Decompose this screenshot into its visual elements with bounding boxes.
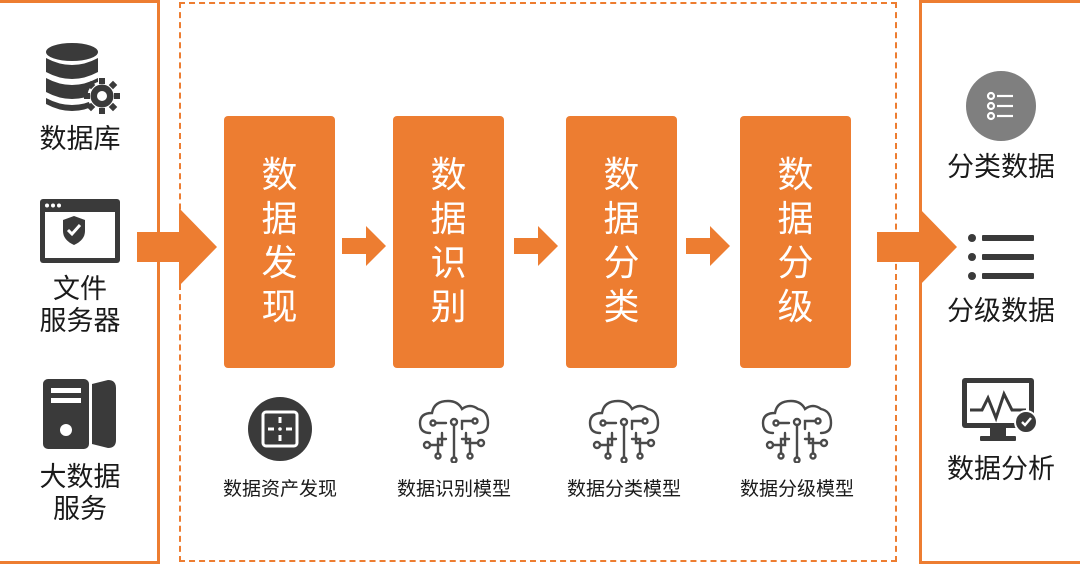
step-arrow-icon <box>342 226 386 266</box>
step-data-discovery: 数据发现 <box>224 116 335 368</box>
output-label: 分类数据 <box>947 152 1055 183</box>
step-arrow-icon <box>514 226 558 266</box>
model-label: 数据分级模型 <box>739 478 854 500</box>
step-label: 数据分级 <box>777 155 814 328</box>
step-data-classification: 数据分类 <box>566 116 677 368</box>
cloud-circuit-icon <box>588 399 660 463</box>
model-identification: 数据识别模型 <box>379 395 529 501</box>
output-graded-data: 分级数据 <box>922 232 1080 328</box>
model-grading: 数据分级模型 <box>722 395 872 501</box>
monitor-analytics-icon <box>962 378 1038 441</box>
source-label: 大数据 服务 <box>0 462 160 526</box>
file-window-shield-icon <box>40 199 120 263</box>
source-label-line-2: 服务器 <box>39 306 121 337</box>
step-label: 数据识别 <box>430 155 467 328</box>
list-icon <box>968 234 1034 280</box>
source-panel <box>0 0 160 564</box>
scan-target-icon <box>248 397 312 461</box>
step-data-grading: 数据分级 <box>740 116 851 368</box>
server-tower-icon <box>43 379 116 449</box>
step-label: 数据发现 <box>261 155 298 328</box>
output-data-analysis: 数据分析 <box>922 376 1080 486</box>
source-bigdata-service: 大数据 服务 <box>0 378 160 526</box>
model-label: 数据识别模型 <box>396 478 511 500</box>
cloud-circuit-icon <box>418 399 490 463</box>
step-label: 数据分类 <box>603 155 640 328</box>
source-label-line-1: 文件 <box>53 274 107 305</box>
source-database: 数据库 <box>0 42 160 156</box>
source-label: 文件 服务器 <box>0 274 160 338</box>
source-label-line-2: 服务 <box>53 494 107 525</box>
source-file-server: 文件 服务器 <box>0 198 160 338</box>
database-gear-icon <box>46 43 120 114</box>
output-label: 分级数据 <box>947 296 1055 327</box>
output-arrow-icon <box>877 208 957 286</box>
input-arrow-icon <box>137 208 217 286</box>
source-label: 数据库 <box>39 124 121 155</box>
output-label: 数据分析 <box>947 454 1055 485</box>
cloud-circuit-icon <box>761 399 833 463</box>
model-classification: 数据分类模型 <box>549 395 699 501</box>
output-classified-data: 分类数据 <box>922 70 1080 184</box>
model-label: 数据资产发现 <box>222 478 337 500</box>
list-circle-icon <box>966 71 1036 141</box>
step-arrow-icon <box>686 226 730 266</box>
source-label-line-1: 大数据 <box>39 462 121 493</box>
model-label: 数据分类模型 <box>566 478 681 500</box>
step-data-identification: 数据识别 <box>393 116 504 368</box>
model-asset-discovery: 数据资产发现 <box>205 395 355 501</box>
